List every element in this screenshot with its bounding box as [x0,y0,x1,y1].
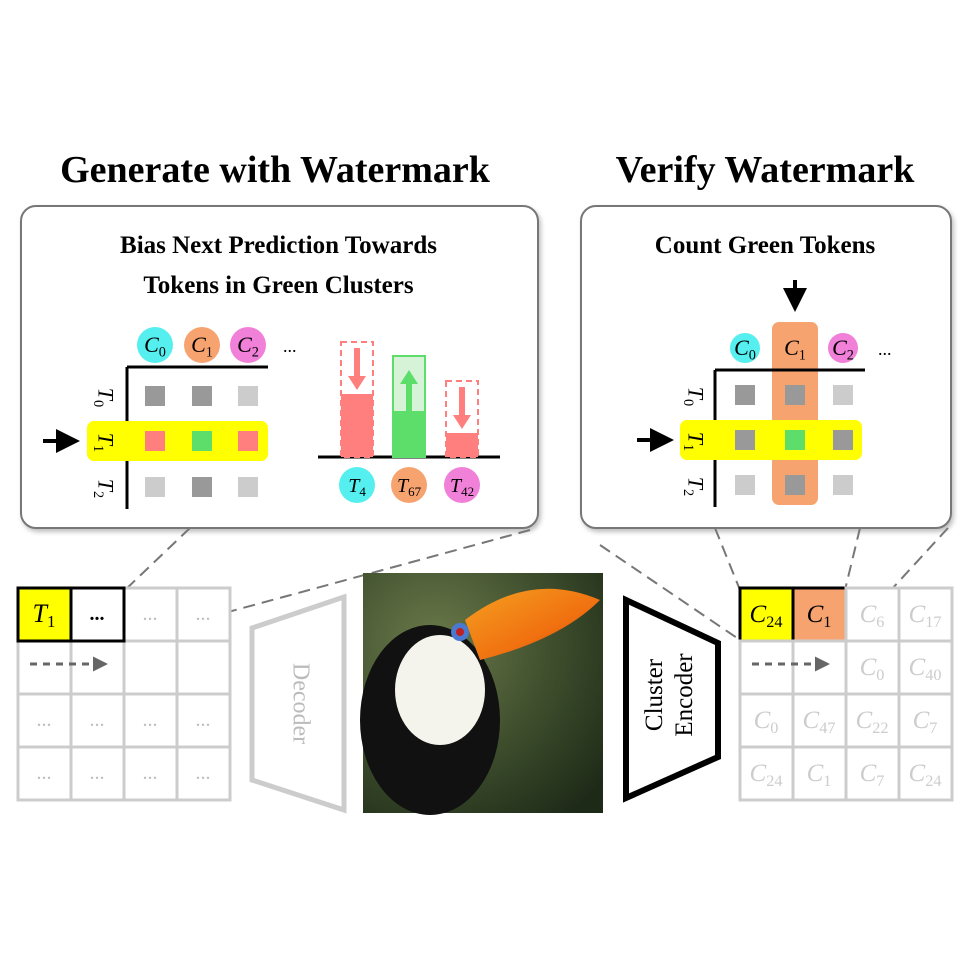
cluster-cell [897,745,954,802]
logit-square [785,430,805,450]
cluster-circle [828,333,858,363]
cluster-circle [230,327,266,363]
logit-square [833,475,853,495]
token-cell: ... [196,603,211,625]
next-token-label: ... [90,603,105,625]
grid-cell [16,639,73,696]
row-label: T2 [90,479,118,498]
subtitle-line-1: Bias Next Prediction Towards [120,232,437,259]
cluster-circle [184,327,220,363]
cluster-cell-label: C17 [909,601,942,631]
token-circle [339,467,375,503]
token-cell: ... [37,709,52,731]
current-token-cell [16,586,73,643]
verify-subtitle: Count Green Tokens [654,232,876,259]
bar-0 [341,394,373,457]
cluster-cell-label: C24 [909,760,942,790]
cluster-cell-label: C47 [803,707,836,737]
band-overlap [125,421,129,461]
generate-subtitle: Bias Next Prediction Towards Tokens in G… [20,226,537,306]
cluster-circle [780,333,810,363]
grid-cell [175,586,232,643]
down-arrow-icon [348,348,366,390]
encoder-label: Cluster Encoder [640,645,700,745]
logit-square [785,385,805,405]
encoder-line-2: Encoder [671,653,698,737]
logit-square [238,477,258,497]
bar-1 [393,411,425,457]
ellipsis: ... [283,336,297,356]
token-cell: ... [143,709,158,731]
band-overlap [713,420,717,460]
logit-square [735,430,755,450]
grid-cell [69,692,126,749]
cluster-cell [897,639,954,696]
ellipsis: ... [878,339,892,359]
grid-cell [69,639,126,696]
verify-panel [580,205,952,529]
token-cell: ... [143,603,158,625]
grid-cell [175,745,232,802]
cluster-cell [738,639,795,696]
row-label: T0 [680,387,708,406]
cluster-cell [791,745,848,802]
logit-square [145,477,165,497]
logit-square [192,386,212,406]
token-cell: ... [196,709,211,731]
down-arrow-icon [453,387,471,429]
logit-square [785,475,805,495]
cluster-cell [738,745,795,802]
encoder-shape [623,595,721,803]
cluster-cell [897,586,954,643]
cluster-cell [844,745,901,802]
encoder-line-1: Cluster [641,658,668,732]
token-circle [444,467,480,503]
token-cell: ... [196,762,211,784]
cluster-cell-label: C22 [856,707,889,737]
cluster-cell-label: C40 [909,654,942,684]
subtitle-line-2: Tokens in Green Clusters [143,272,414,299]
cluster-cell-label: C7 [860,760,885,790]
generate-title: Generate with Watermark [60,149,490,191]
logit-square [192,477,212,497]
logit-square [833,385,853,405]
token-cell: ... [90,709,105,731]
logit-square [145,431,165,451]
logit-square [238,431,258,451]
token-cell: ... [143,762,158,784]
token-circle [391,467,427,503]
up-arrow-icon [400,370,418,414]
decoder-label: Decoder [287,662,314,745]
logit-square [145,386,165,406]
grid-cell [175,692,232,749]
current-token-highlight [87,421,268,461]
cluster-cell [844,586,901,643]
grid-cell [122,639,179,696]
logit-square [192,431,212,451]
token-cell: ... [90,762,105,784]
row-label: T0 [90,388,118,407]
bar-2 [446,433,478,457]
cluster-circle [730,333,760,363]
logit-square [735,385,755,405]
cluster-cell [791,639,848,696]
grid-cell [175,639,232,696]
logit-square [833,430,853,450]
row-label: T2 [680,477,708,496]
cluster-cell [738,692,795,749]
cluster-circle [137,327,173,363]
cluster-cell [791,692,848,749]
token-cell: ... [37,762,52,784]
logit-square [238,386,258,406]
verify-title: Verify Watermark [615,149,915,191]
current-token-highlight [680,420,862,460]
toucan-image [360,573,603,815]
decoder-shape [249,593,347,814]
next-token-cell [69,586,126,643]
logit-square [735,475,755,495]
